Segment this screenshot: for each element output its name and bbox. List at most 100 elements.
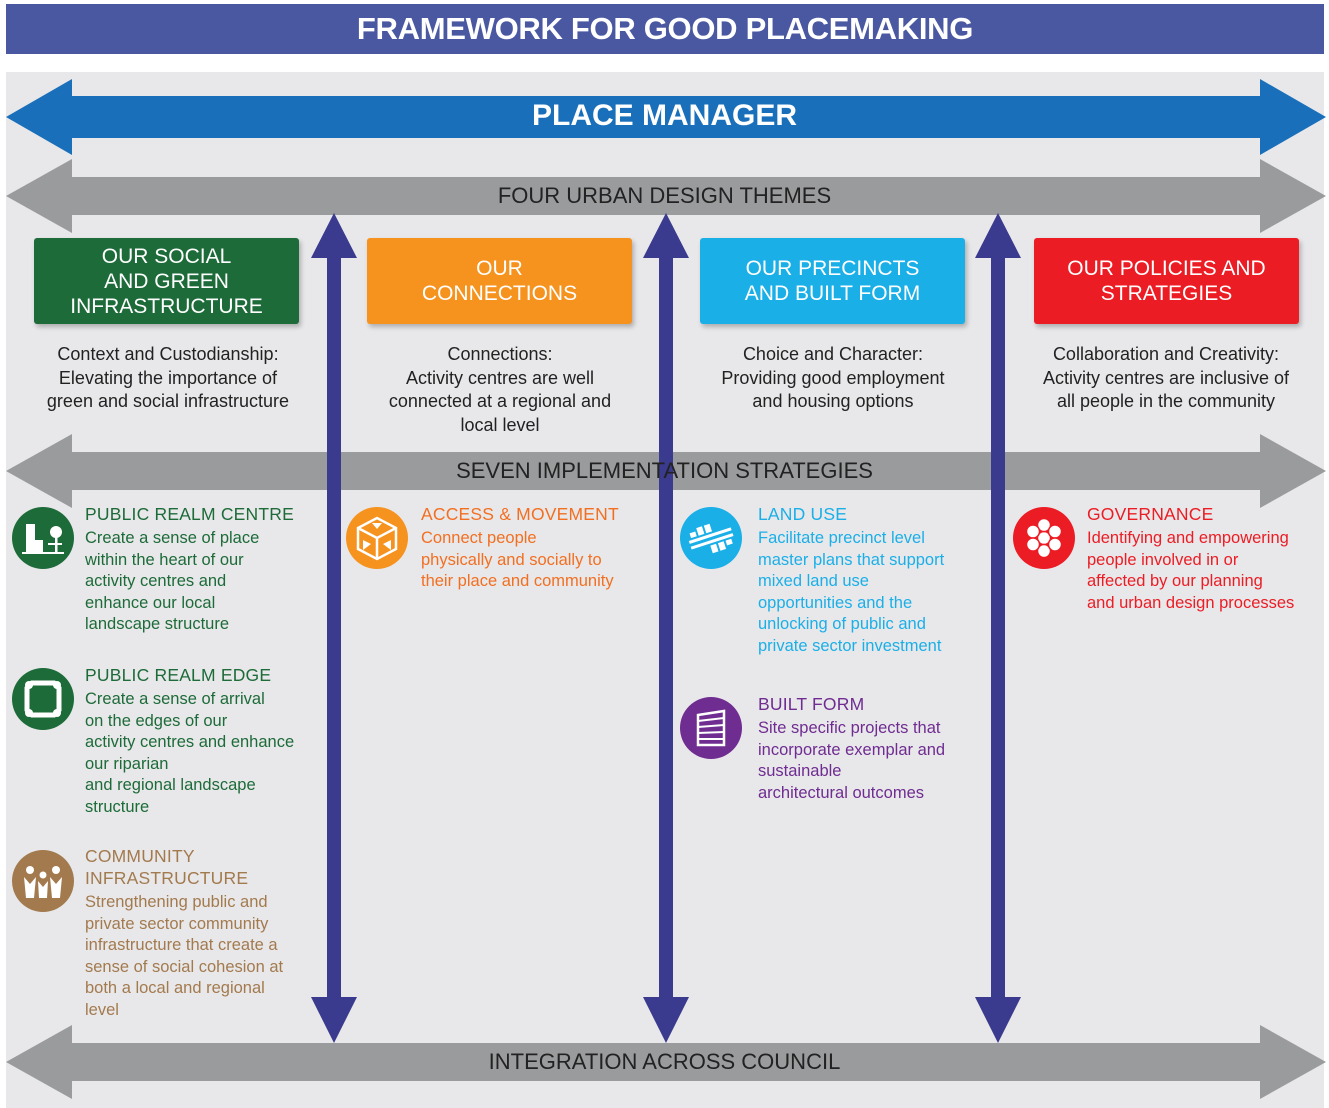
text-line: activity centres and enhance <box>85 733 295 752</box>
text-line: structure <box>85 797 150 816</box>
theme-line: OUR SOCIAL <box>101 244 232 268</box>
strategy-title: GOVERNANCE <box>1087 504 1214 524</box>
text-line: level <box>85 1000 119 1019</box>
text-line: Create a sense of place <box>85 529 260 547</box>
strategy-community-infrastructure: COMMUNITY INFRASTRUCTURE Strengthening p… <box>85 845 325 1022</box>
strategy-text: Facilitate precinct level master plans t… <box>758 528 993 658</box>
desc-line: Providing good employment <box>721 367 945 388</box>
text-line: on the edges of our <box>85 711 228 730</box>
desc-line: Connections: <box>447 344 553 364</box>
desc-line: Activity centres are well <box>405 367 595 388</box>
square-frame-icon <box>12 668 74 730</box>
theme-social-green: OUR SOCIAL AND GREEN INFRASTRUCTURE <box>34 238 299 324</box>
integration-arrow-label: INTEGRATION ACROSS COUNCIL <box>488 1049 841 1074</box>
desc-line: Elevating the importance of <box>58 367 278 388</box>
desc-line: connected at a regional and <box>388 391 612 411</box>
text-line: Connect people <box>421 529 537 547</box>
theme-description-3: Choice and Character: Providing good emp… <box>678 343 988 414</box>
vertical-arrow-2 <box>643 213 689 1043</box>
hexagon-network-icon <box>1013 507 1075 569</box>
text-line: sense of social cohesion at <box>85 957 284 976</box>
strategy-title: PUBLIC REALM EDGE <box>85 665 272 685</box>
theme-connections: OUR CONNECTIONS <box>367 238 632 324</box>
theme-description-1: Context and Custodianship: Elevating the… <box>13 343 323 414</box>
text-line: unlocking of public and <box>758 615 926 634</box>
text-line: private sector community <box>85 914 269 933</box>
text-line: and regional landscape <box>85 776 256 795</box>
text-line: Create a sense of arrival <box>85 690 265 708</box>
strategy-text: Connect people physically and socially t… <box>421 528 661 593</box>
themes-arrow <box>6 159 1326 233</box>
strategy-access-movement: ACCESS & MOVEMENT Connect people physica… <box>421 503 661 593</box>
strategy-text: Create a sense of place within the heart… <box>85 528 325 636</box>
text-line: within the heart of our <box>85 550 244 569</box>
desc-line: Collaboration and Creativity: <box>1052 344 1280 364</box>
text-line: architectural outcomes <box>758 783 924 802</box>
land-use-grid-icon <box>680 507 742 569</box>
strategy-title: COMMUNITY <box>85 846 195 866</box>
strategy-title: LAND USE <box>758 504 848 524</box>
building-icon <box>680 697 742 759</box>
text-line: affected by our planning <box>1087 572 1263 591</box>
desc-line: Context and Custodianship: <box>57 344 279 364</box>
text-line: master plans that support <box>758 550 945 569</box>
theme-line: OUR <box>476 257 523 280</box>
theme-line: OUR POLICIES AND <box>1067 257 1266 280</box>
text-line: their place and community <box>421 572 614 591</box>
desc-line: green and social infrastructure <box>46 391 290 411</box>
text-line: people involved in or <box>1087 550 1239 569</box>
text-line: landscape structure <box>85 615 229 634</box>
strategy-title: BUILT FORM <box>758 694 865 714</box>
place-manager-arrow <box>6 79 1326 155</box>
text-line: physically and socially to <box>421 550 602 569</box>
desc-line: and housing options <box>752 391 914 411</box>
strategy-title: ACCESS & MOVEMENT <box>421 504 619 524</box>
themes-arrow-label: FOUR URBAN DESIGN THEMES <box>497 183 832 208</box>
theme-policies: OUR POLICIES AND STRATEGIES <box>1034 238 1299 324</box>
text-line: and urban design processes <box>1087 593 1295 612</box>
vertical-arrow-1 <box>311 213 357 1043</box>
desc-line: all people in the community <box>1056 391 1276 411</box>
strategy-text: Identifying and empowering people involv… <box>1087 528 1327 614</box>
text-line: Facilitate precinct level <box>758 529 925 547</box>
text-line: incorporate exemplar and <box>758 740 946 759</box>
strategy-public-realm-edge: PUBLIC REALM EDGE Create a sense of arri… <box>85 664 325 819</box>
theme-precincts: OUR PRECINCTS AND BUILT FORM <box>700 238 965 324</box>
desc-line: Choice and Character: <box>742 344 924 364</box>
strategy-governance: GOVERNANCE Identifying and empowering pe… <box>1087 503 1327 614</box>
theme-description-4: Collaboration and Creativity: Activity c… <box>1011 343 1321 414</box>
text-line: Identifying and empowering <box>1087 529 1289 547</box>
strategies-arrow-label: SEVEN IMPLEMENTATION STRATEGIES <box>456 458 873 483</box>
place-manager-label: PLACE MANAGER <box>531 99 797 132</box>
strategy-built-form: BUILT FORM Site specific projects that i… <box>758 693 993 804</box>
park-buildings-icon <box>12 507 74 569</box>
text-line: opportunities and the <box>758 593 913 612</box>
strategy-title: INFRASTRUCTURE <box>85 868 249 888</box>
theme-line: AND BUILT FORM <box>744 282 921 305</box>
text-line: both a local and regional <box>85 979 265 998</box>
page-title: FRAMEWORK FOR GOOD PLACEMAKING <box>6 4 1324 54</box>
strategy-title: PUBLIC REALM CENTRE <box>85 504 294 524</box>
strategy-text: Strengthening public and private sector … <box>85 892 325 1022</box>
text-line: enhance our local <box>85 593 216 612</box>
integration-arrow <box>6 1025 1326 1099</box>
text-line: sustainable <box>758 762 842 781</box>
theme-description-2: Connections: Activity centres are well c… <box>345 343 655 437</box>
theme-line: AND GREEN <box>104 269 229 293</box>
strategy-public-realm-centre: PUBLIC REALM CENTRE Create a sense of pl… <box>85 503 325 636</box>
movement-cube-icon <box>346 507 408 569</box>
text-line: mixed land use <box>758 572 869 591</box>
people-group-icon <box>12 850 74 912</box>
text-line: Strengthening public and <box>85 893 268 911</box>
vertical-arrow-3 <box>975 213 1021 1043</box>
theme-line: INFRASTRUCTURE <box>70 294 263 318</box>
text-line: private sector investment <box>758 636 942 655</box>
text-line: infrastructure that create a <box>85 936 278 955</box>
strategy-text: Create a sense of arrival on the edges o… <box>85 689 325 819</box>
theme-line: OUR PRECINCTS <box>745 257 920 280</box>
text-line: Site specific projects that <box>758 719 941 737</box>
strategy-land-use: LAND USE Facilitate precinct level maste… <box>758 503 993 658</box>
strategy-text: Site specific projects that incorporate … <box>758 718 993 804</box>
theme-line: CONNECTIONS <box>421 282 578 305</box>
